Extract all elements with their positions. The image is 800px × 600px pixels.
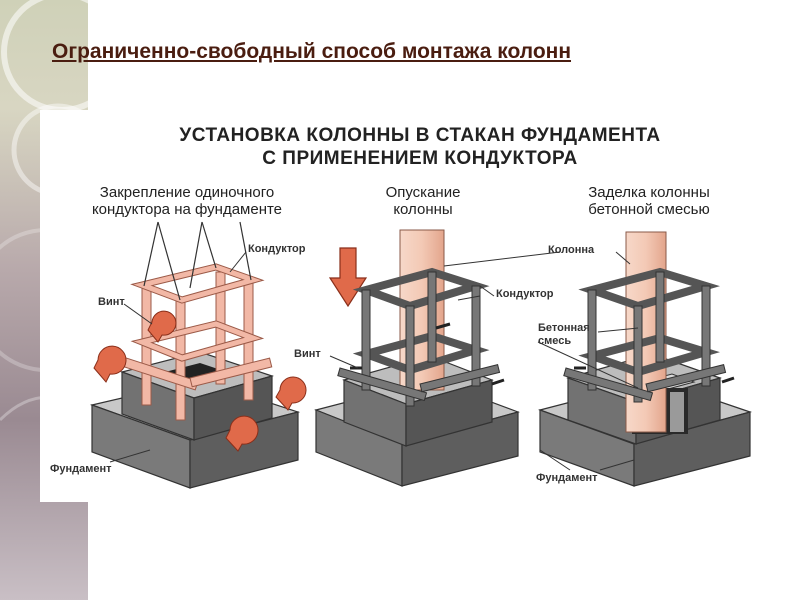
slide-title: Ограниченно-свободный способ монтажа кол…	[52, 40, 572, 63]
panel-3-label-concrete-line2: смесь	[538, 335, 572, 347]
panel-3-label-column: Колонна	[548, 244, 595, 256]
panel-3-caption: Заделка колонны бетонной смесью	[554, 184, 744, 218]
panel-3-illustration	[537, 231, 753, 487]
panel-1-caption: Закрепление одиночного кондуктора на фун…	[74, 184, 300, 218]
panel-1-label-conductor: Кондуктор	[248, 243, 306, 255]
label-leader-lines	[109, 251, 639, 471]
panel-2-caption-line1: Опускание	[385, 184, 461, 201]
panel-2-caption: Опускание колонны	[358, 184, 488, 218]
lowering-arrow-icon	[328, 247, 368, 308]
panel-1-caption-line1: Закрепление одиночного	[99, 184, 275, 201]
panel-1-label-screw: Винт	[98, 296, 125, 308]
panel-3-caption-line2: бетонной смесью	[588, 201, 710, 218]
panel-3-caption-line1: Заделка колонны	[588, 184, 710, 201]
panel-2-label-screw: Винт	[294, 348, 321, 360]
figure-title-line2: С ПРИМЕНЕНИЕМ КОНДУКТОРА	[262, 148, 578, 169]
panel-1-illustration	[89, 221, 307, 489]
panel-1-label-foundation: Фундамент	[50, 463, 112, 475]
panel-3-label-foundation: Фундамент	[536, 472, 598, 484]
construction-diagram: УСТАНОВКА КОЛОННЫ В СТАКАН ФУНДАМЕНТА С …	[40, 110, 760, 502]
panel-2-label-conductor: Кондуктор	[496, 288, 554, 300]
figure-title-line1: УСТАНОВКА КОЛОННЫ В СТАКАН ФУНДАМЕНТА	[179, 125, 661, 146]
panel-3-label-concrete-line1: Бетонная	[538, 322, 590, 334]
diagram-illustration	[89, 221, 753, 489]
panel-2-illustration	[314, 229, 520, 487]
figure-title: УСТАНОВКА КОЛОННЫ В СТАКАН ФУНДАМЕНТА С …	[80, 124, 760, 170]
panel-3-label-concrete: Бетонная смесь	[538, 322, 590, 348]
panel-2-caption-line2: колонны	[393, 201, 453, 218]
panel-1-caption-line2: кондуктора на фундаменте	[91, 201, 283, 218]
